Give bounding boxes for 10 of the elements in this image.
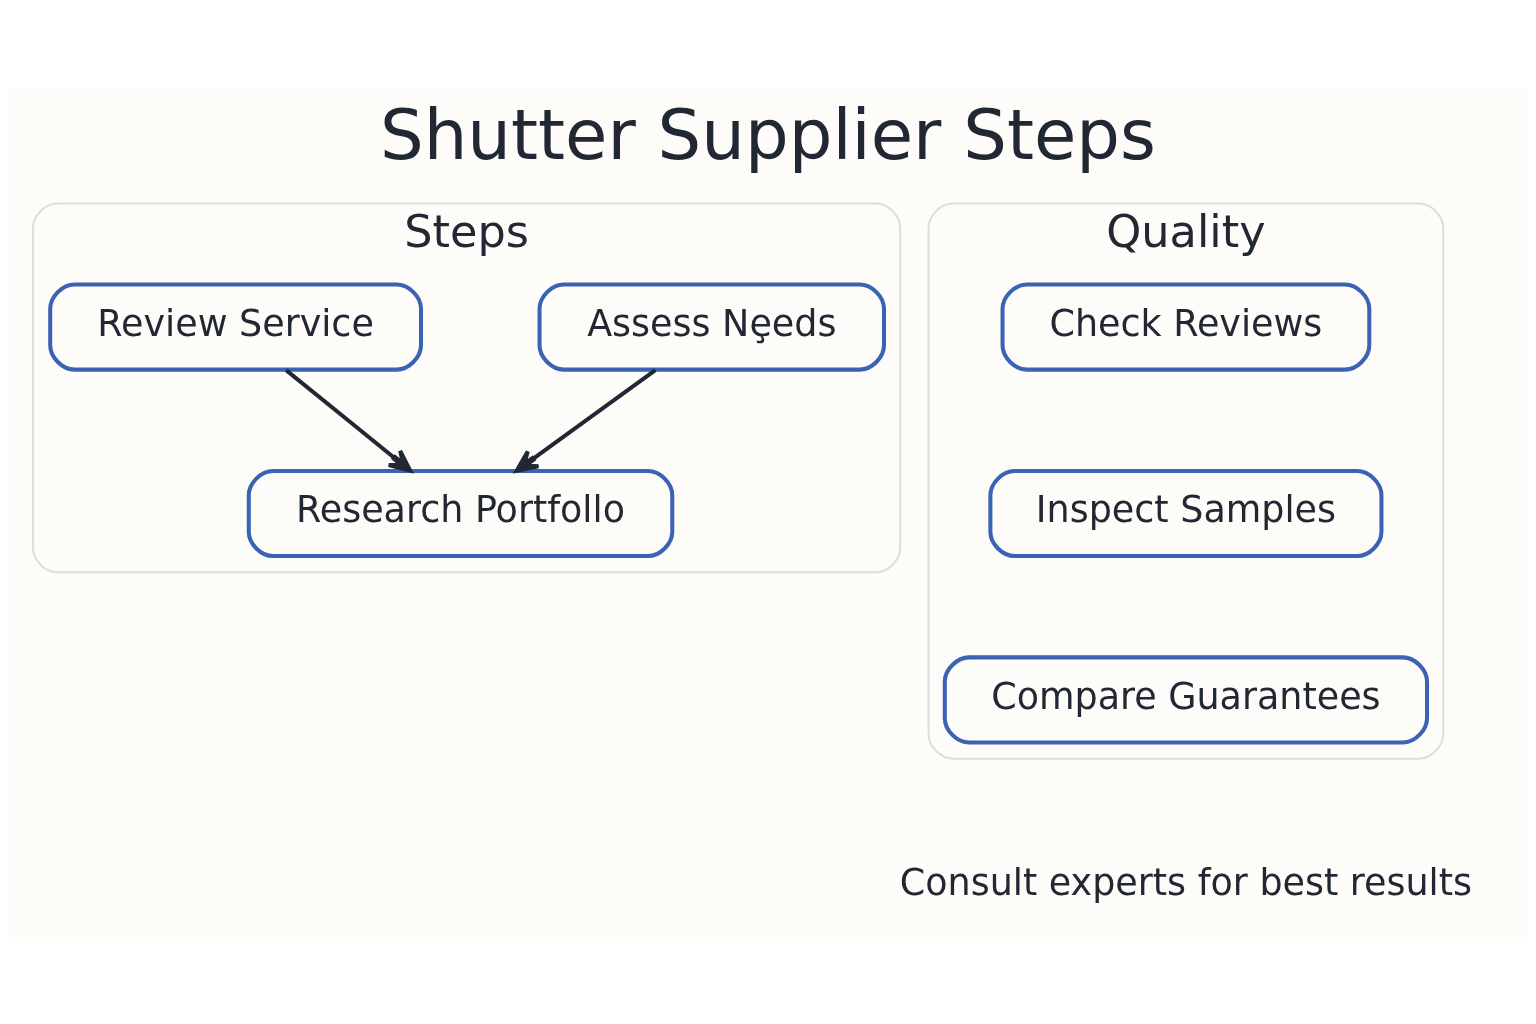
arrow (284, 367, 413, 473)
caption: Consult experts for best results (899, 860, 1473, 904)
node-box: Inspect Samples (988, 468, 1384, 558)
node-box: Check Reviews (1000, 282, 1372, 372)
node-box: Compare Guarantees (942, 654, 1430, 744)
node-box: Assess Nȩeds (537, 282, 887, 372)
arrow (514, 367, 657, 473)
node-box: Review Service (48, 282, 424, 372)
node-box: Research Portfollo (246, 468, 675, 558)
diagram-title: Shutter Supplier Steps (380, 94, 1156, 175)
